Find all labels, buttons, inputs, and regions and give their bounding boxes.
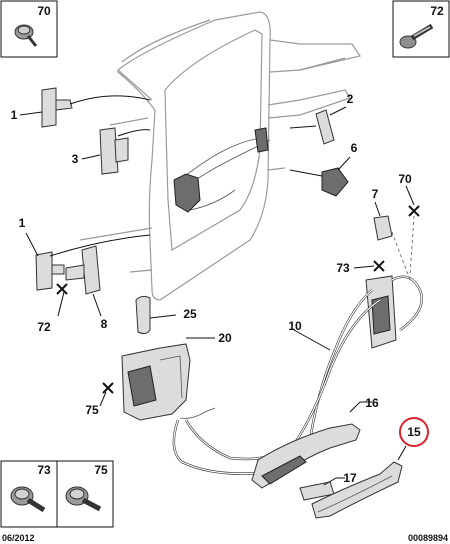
box-number-72: 72 [430, 4, 444, 18]
callout-20: 20 [218, 331, 232, 345]
callout-6: 6 [351, 141, 358, 155]
screw-73-icon [10, 486, 46, 513]
callout-70: 70 [398, 172, 412, 186]
callout-73: 73 [336, 261, 350, 275]
screw-70-icon [14, 24, 38, 47]
callout-15: 15 [407, 425, 421, 439]
box-number-75: 75 [94, 463, 108, 477]
part-1-upper-striker [41, 87, 151, 128]
part-25-cover [135, 295, 151, 335]
callout-leaders [19, 106, 415, 486]
part-20-lock [121, 343, 191, 421]
callout-2: 2 [347, 92, 354, 106]
marker-cross-73 [373, 260, 385, 272]
screw-72-icon [399, 23, 434, 49]
callout-1-lower: 1 [19, 216, 26, 230]
box-number-70: 70 [37, 4, 51, 18]
callout-25: 25 [183, 307, 197, 321]
part-3-bracket [99, 127, 151, 175]
callout-10: 10 [288, 319, 302, 333]
callout-8: 8 [101, 317, 108, 331]
fastener-box-70: 70 [0, 0, 58, 58]
screw-75-icon [65, 486, 102, 512]
callout-16: 16 [365, 396, 379, 410]
marker-cross-75 [102, 382, 114, 394]
callout-17: 17 [343, 471, 357, 485]
part-10-cables [172, 215, 423, 475]
part-6-roller [289, 167, 349, 197]
fastener-box-73: 73 [0, 460, 58, 528]
callout-3: 3 [72, 152, 79, 166]
callout-1-upper: 1 [11, 108, 18, 122]
part-rear-lock [365, 275, 397, 349]
marker-cross-72 [56, 283, 68, 295]
highlight-ring-15: 15 [397, 417, 429, 461]
part-2-hinge [289, 109, 335, 145]
part-15-outer-handle [311, 461, 403, 519]
part-7-clip [373, 215, 393, 241]
part-8-guide [65, 245, 101, 295]
box-number-73: 73 [37, 463, 51, 477]
fastener-box-72: 72 [392, 0, 450, 58]
footer-reference: 00089894 [408, 533, 448, 543]
callout-75: 75 [85, 403, 99, 417]
inner-door-cables [173, 127, 271, 213]
marker-cross-70 [408, 205, 420, 217]
callout-7: 7 [372, 187, 379, 201]
callout-72: 72 [37, 320, 51, 334]
footer-date: 06/2012 [2, 533, 35, 543]
fastener-box-75: 75 [56, 460, 114, 528]
part-16-handle-frame [251, 423, 361, 489]
part-1-lower-striker [35, 234, 151, 291]
